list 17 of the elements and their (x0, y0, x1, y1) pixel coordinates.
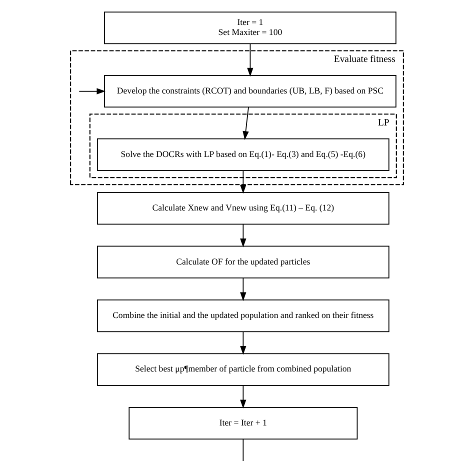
arrow (240, 224, 246, 248)
arrow (242, 106, 249, 140)
arrow (247, 44, 254, 77)
node-box: Calculate OF for the updated particles (96, 246, 390, 278)
connector (242, 438, 244, 462)
node-box: Iter = Iter + 1 (128, 406, 358, 440)
node-box: Develop the constraints (RCOT) and boundaries (UB, LB, F) based on PSC (104, 74, 396, 108)
node-box: Select best μp¶member of particle from combined population (96, 353, 390, 386)
arrow (240, 331, 246, 355)
node-box: Combine the initial and the updated population and ranked on their fitness (96, 300, 390, 332)
node-box: Calculate Xnew and Vnew using Eq.(11) – Eq. (12) (96, 192, 390, 225)
arrow (240, 385, 246, 409)
arrow (240, 170, 246, 194)
node-box: Iter = 1 Set Maxiter = 100 (104, 12, 396, 44)
arrow (240, 278, 246, 302)
node-box: Solve the DOCRs with LP based on Eq.(1)- Eq.(3) and Eq.(5) -Eq.(6) (96, 138, 390, 171)
arrow (78, 88, 106, 94)
